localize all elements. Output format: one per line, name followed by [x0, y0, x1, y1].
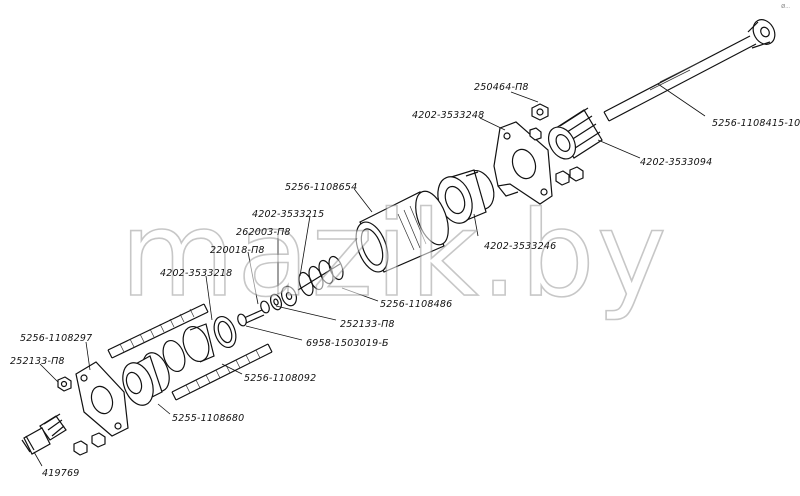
piston-rings-lower	[162, 315, 237, 373]
long-studs	[107, 303, 273, 401]
part-number-label: 252133-П8	[10, 356, 65, 367]
part-number-label: 220018-П8	[210, 245, 265, 256]
washers	[260, 285, 298, 314]
part-number-label: 5255-1108680	[172, 413, 245, 424]
rod-with-eye	[603, 19, 776, 122]
part-number-label: 5256-1108092	[244, 373, 317, 384]
spring-rings	[297, 255, 344, 297]
part-number-label: 5256-1108415-10	[712, 118, 800, 129]
part-number-label: 5256-1108297	[20, 333, 93, 344]
piston-upper	[437, 169, 495, 224]
part-number-label: 252133-П8	[340, 319, 395, 330]
part-number-label: 4202-3533248	[412, 110, 485, 121]
part-number-label: 4202-3533215	[252, 209, 325, 220]
piston-lower	[122, 352, 170, 406]
nut-250464	[531, 103, 549, 121]
fitting-419769	[21, 413, 67, 455]
part-number-label: 5256-1108654	[285, 182, 358, 193]
nuts-near-flange	[529, 127, 584, 186]
part-number-label: 262003-П8	[236, 227, 291, 238]
part-number-label: 4202-3533218	[160, 268, 233, 279]
nuts-lower	[57, 376, 106, 456]
flange-plate-upper	[493, 121, 553, 205]
leader-lines	[33, 83, 706, 467]
watermark: mazik.by	[119, 184, 669, 324]
part-number-label: 419769	[42, 468, 80, 479]
part-number-label: 5256-1108486	[380, 299, 453, 310]
part-number-label: 4202-3533246	[484, 241, 557, 252]
corner-mark: Ø...	[781, 4, 790, 10]
part-number-label: 6958-1503019-Б	[306, 338, 389, 349]
small-bolt	[237, 309, 265, 327]
part-number-label: 250464-П8	[474, 82, 529, 93]
part-number-label: 4202-3533094	[640, 157, 713, 168]
flange-plate-lower	[75, 361, 129, 437]
cylinder-body	[355, 190, 449, 273]
threaded-sleeve	[547, 107, 603, 160]
